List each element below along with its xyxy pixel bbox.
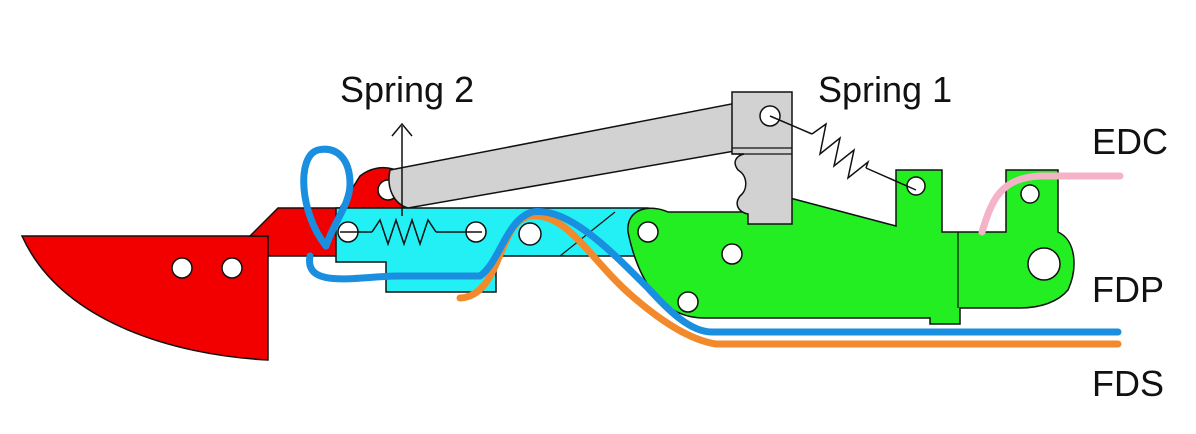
- proximal-hole: [721, 243, 743, 265]
- proximal-hole: [1020, 184, 1040, 204]
- distal-segment: [20, 166, 413, 361]
- distal-hole: [221, 257, 243, 279]
- fdp-tendon-loop: [300, 145, 354, 250]
- proximal-body: [627, 169, 1075, 325]
- proximal-hole: [1027, 247, 1061, 281]
- proximal-hole: [906, 176, 926, 196]
- proximal-hole: [677, 291, 699, 313]
- edc-tendon: [978, 172, 1124, 236]
- fdp-label: FDP: [1092, 269, 1164, 310]
- linkage-bar: [388, 91, 793, 225]
- spring-1-coil: [811, 122, 870, 180]
- spring-2: [340, 122, 482, 247]
- spring-1: [769, 115, 917, 191]
- linkage-end-block: [731, 91, 793, 225]
- spring-1-line: [769, 115, 813, 135]
- spring-1-label: Spring 1: [818, 69, 953, 110]
- fdp-tendon: [306, 208, 1122, 336]
- spring-2-coil: [371, 217, 437, 247]
- spring-2-label: Spring 2: [340, 69, 475, 110]
- linkage-long-bar: [388, 99, 753, 209]
- fds-tendon: [456, 212, 1122, 348]
- distal-hole: [171, 257, 193, 279]
- edc-label: EDC: [1092, 121, 1169, 162]
- middle-hole: [518, 222, 542, 246]
- distal-fingertip: [20, 235, 269, 361]
- fds-label: FDS: [1092, 363, 1164, 404]
- proximal-segment: [627, 169, 1075, 325]
- proximal-hole: [637, 221, 659, 243]
- up-arrow-icon: [391, 122, 413, 137]
- spring-1-line: [865, 167, 917, 191]
